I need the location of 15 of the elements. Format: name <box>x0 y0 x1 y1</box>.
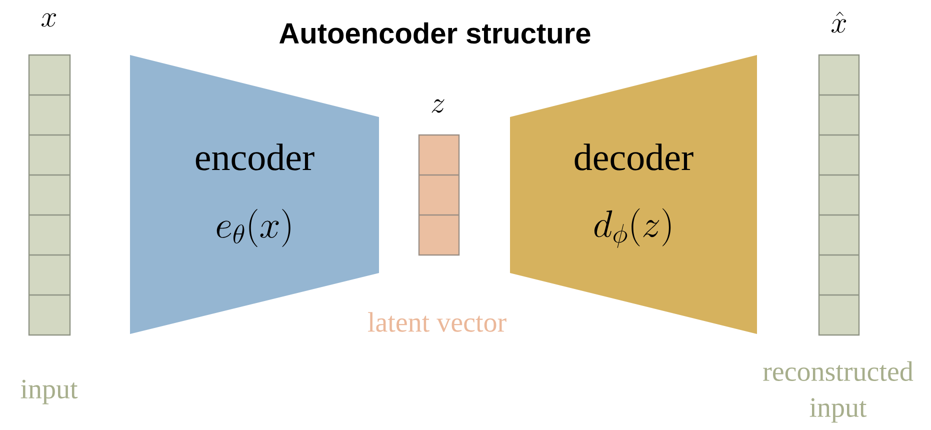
vector-label: $x$ <box>42 13 56 27</box>
text-label: latent vector <box>368 312 506 332</box>
block-formula: $e_\theta(x)$ <box>216 209 290 247</box>
block-label: encoder <box>196 144 314 170</box>
vector-label: $z$ <box>432 99 444 113</box>
title: Autoencoder structure <box>279 22 590 44</box>
vector-label: $\hat{x}$ <box>832 12 846 33</box>
vector-column <box>28 54 71 336</box>
node-label: reconstructed input <box>763 361 914 423</box>
block-formula: $d_\phi(z)$ <box>594 208 671 248</box>
trapezoid-block <box>510 55 757 334</box>
vector-column <box>818 54 860 336</box>
node-label: input <box>20 380 78 404</box>
vector-column <box>418 134 460 256</box>
block-label: decoder <box>574 144 694 170</box>
